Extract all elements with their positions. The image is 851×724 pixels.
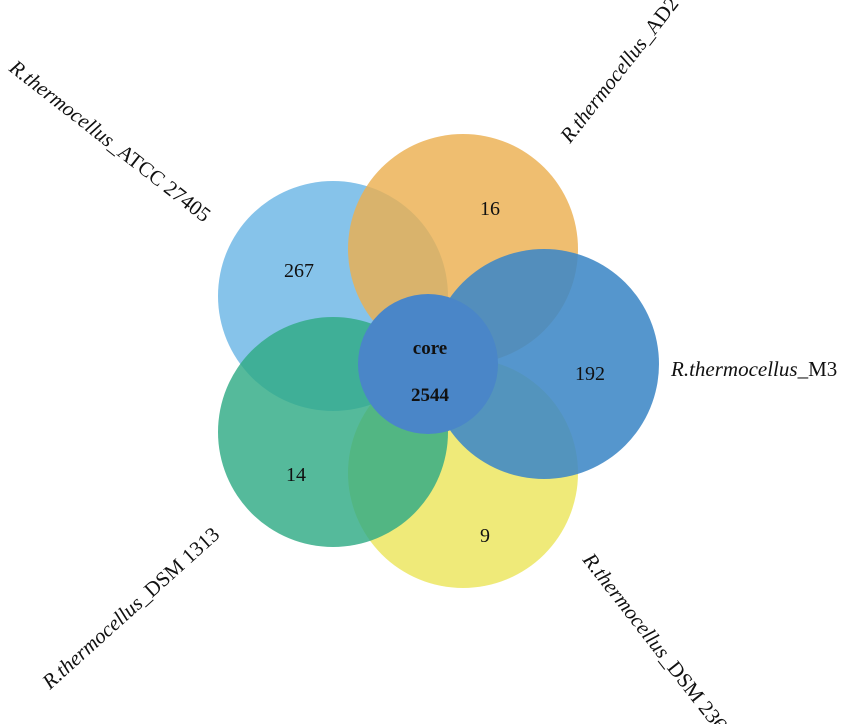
petal-m3 <box>429 249 659 479</box>
count-ad2: 16 <box>480 198 500 220</box>
strain-label-dsm-2360: R.thermocellus_DSM 2360 <box>577 548 738 724</box>
strain-label-atcc-27405: R.thermocellus_ATCC 27405 <box>4 54 215 227</box>
count-atcc-27405: 267 <box>284 260 314 282</box>
core-label: core <box>413 338 447 359</box>
core-circle <box>358 294 498 434</box>
core-value: 2544 <box>411 385 450 406</box>
strain-label-ad2: R.thermocellus_AD2 <box>554 0 683 148</box>
count-m3: 192 <box>575 363 605 385</box>
count-dsm-1313: 14 <box>286 464 306 486</box>
strain-label-dsm-1313: R.thermocellus_DSM 1313 <box>37 522 225 694</box>
strain-label-m3: R.thermocellus_M3 <box>670 357 837 381</box>
count-dsm-2360: 9 <box>480 525 490 547</box>
